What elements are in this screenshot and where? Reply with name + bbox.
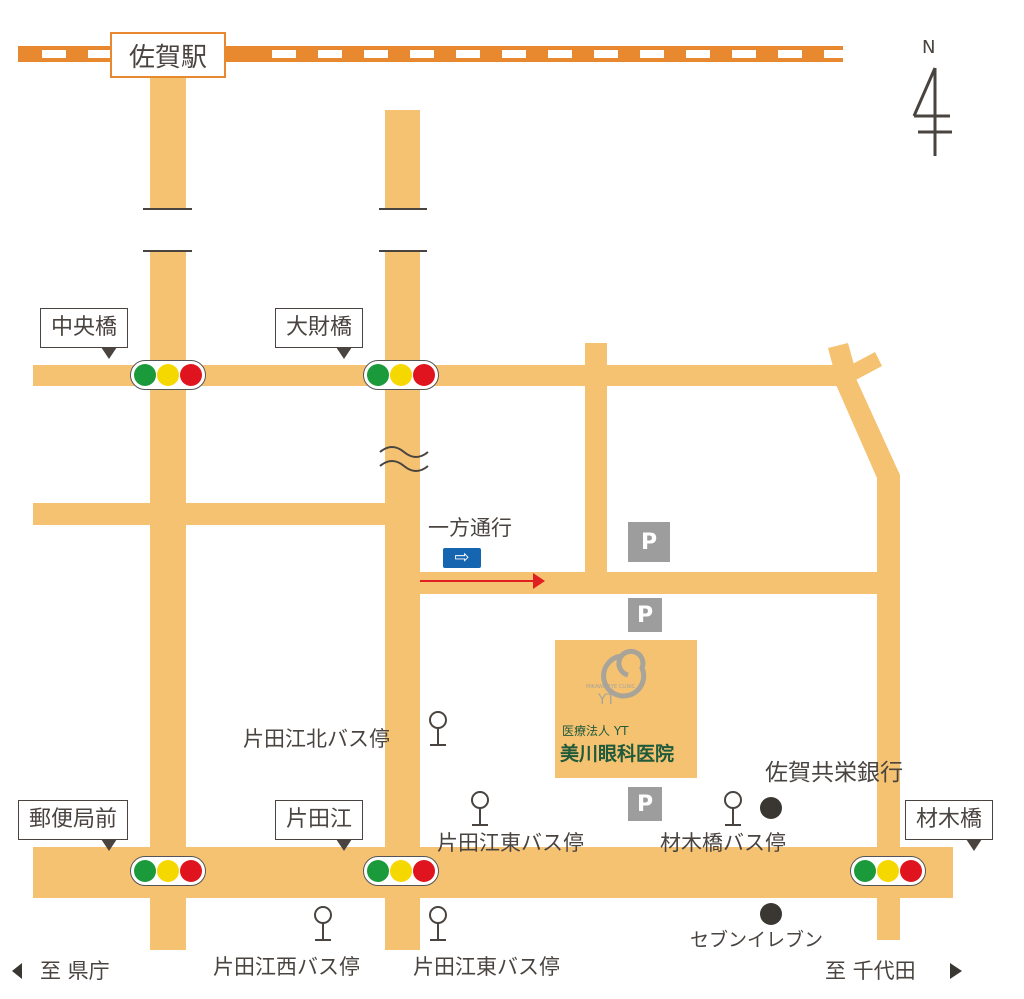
bus-stop-label: 片田江東バス停 [437,831,584,855]
clinic-logo-mark: YT [598,692,616,708]
convenience-store-label: セブンイレブン [690,929,824,951]
direction-right-label: 至 千代田 [825,959,916,983]
right-direction-icon [950,963,962,979]
signal-label-chuobashi: 中央橋 [40,308,129,359]
rail-tie [456,50,480,58]
clinic-logo-spiral [601,648,647,699]
north-arrow-icon [912,67,952,156]
bus-stop-label: 片田江北バス停 [243,727,390,751]
signal-label-ozaibashi: 大財橋 [275,308,364,359]
clinic-logo-text: MIKAWA EYE CLINIC [586,684,636,690]
bus-stop-icon [471,791,489,826]
bus-stop-icon [429,711,447,746]
road-stub-2 [845,352,882,382]
left-direction-icon [12,963,22,979]
bank-label: 佐賀共栄銀行 [765,760,903,786]
road-diagonal [833,372,900,478]
clinic-site [555,640,697,778]
rail-tie [410,50,434,58]
rail-tie [502,50,526,58]
one-way-sign-icon: ⇨ [443,548,481,568]
bus-stop-icon [429,906,447,941]
rail-tie [88,50,112,58]
signal-label-yubinkyokumae: 郵便局前 [18,800,129,851]
rail-tie [640,50,664,58]
rail-tie [548,50,572,58]
traffic-light-icon [130,856,206,886]
bridge-marks [143,208,427,252]
one-way-label: 一方通行 [428,516,512,540]
rail-tie [732,50,756,58]
bus-stop-label: 材木橋バス停 [660,831,786,855]
parking-icon: P [628,598,662,632]
omission-wave-icon [379,446,429,472]
convenience-store-marker-icon [760,903,782,925]
bus-stop-icon [724,791,742,826]
traffic-light-icon [130,360,206,390]
road-mid-horizontal [33,503,385,525]
direction-left-label: 至 県庁 [40,959,110,983]
one-way-arrow-icon [420,573,545,589]
signal-label-katatae: 片田江 [275,800,364,851]
clinic-corp: 医療法人 YT [562,724,629,738]
clinic-name: 美川眼科医院 [560,743,675,765]
rail-tie [364,50,388,58]
road-north-horizontal [33,365,845,386]
north-label: N [922,37,936,58]
bank-marker-icon [760,797,782,819]
bus-stop-label: 片田江西バス停 [213,955,360,979]
bus-stop-icons [314,711,742,941]
road-east-vertical [877,475,900,940]
road-gap [140,210,440,250]
rail-tie [686,50,710,58]
rail-tie [824,50,848,58]
bus-stop-icon [314,906,332,941]
road-short-vertical [585,343,607,583]
parking-icon: P [628,522,670,562]
rail-tie [318,50,342,58]
rail-tie [778,50,802,58]
parking-icon: P [628,787,662,821]
rail-tie [272,50,296,58]
traffic-light-icon [363,856,439,886]
traffic-light-icon [363,360,439,390]
road-one-way [420,572,890,594]
bus-stop-label: 片田江東バス停 [413,955,560,979]
rail-tie [42,50,66,58]
signal-label-zaimokubashi: 材木橋 [905,800,994,851]
traffic-light-icon [850,856,926,886]
roads [33,75,953,950]
station-label: 佐賀駅 [110,32,226,78]
rail-tie [594,50,618,58]
